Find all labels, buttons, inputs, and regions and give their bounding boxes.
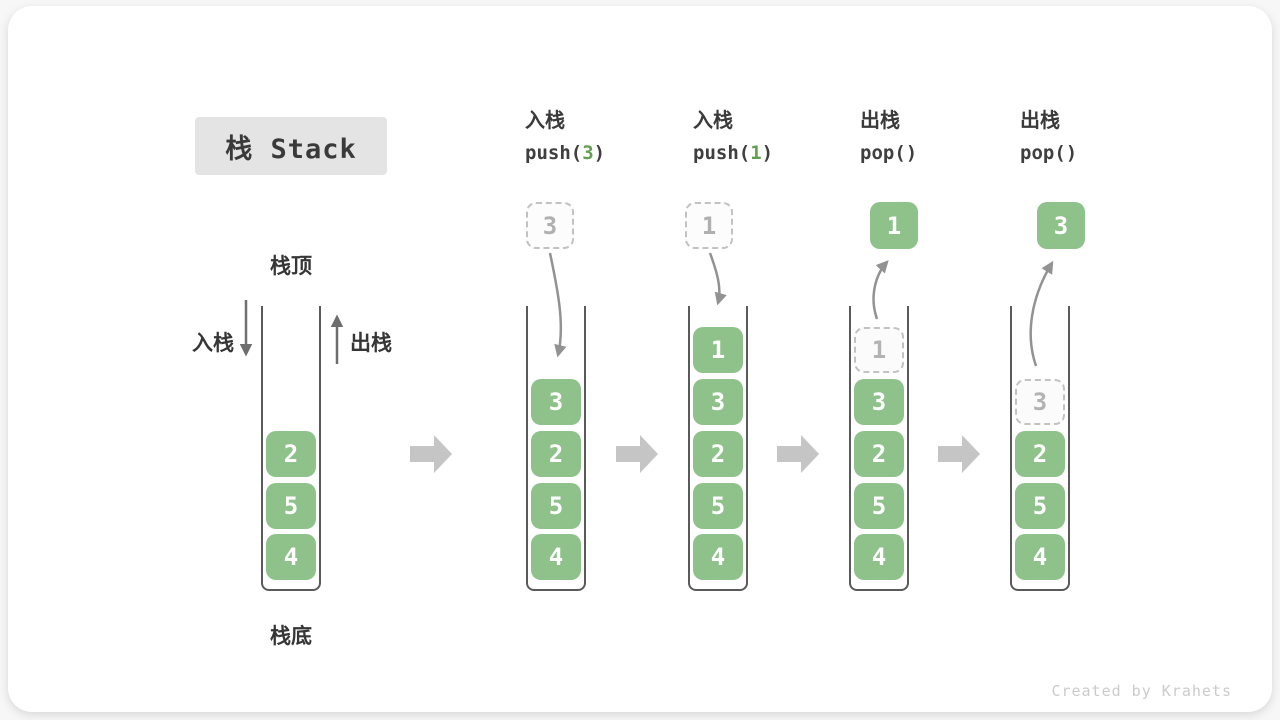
- ghost-cell: 1: [854, 327, 904, 373]
- stack-cell: 4: [1015, 534, 1065, 580]
- stack-bottom-label: 栈底: [270, 625, 312, 648]
- stack-container-2: [526, 306, 586, 591]
- stack-top-label: 栈顶: [270, 255, 312, 278]
- stack-cell: 5: [854, 483, 904, 529]
- diagram-card: 栈 Stack 入栈 push(3) 入栈 push(1) 出栈 pop() 出…: [8, 6, 1272, 712]
- stack-cell: 3: [854, 379, 904, 425]
- stack-cell: 4: [266, 534, 316, 580]
- floating-cell-solid: 1: [870, 202, 918, 249]
- stack-cell: 2: [531, 431, 581, 477]
- op-name: 出栈: [860, 110, 900, 132]
- ghost-cell: 3: [1015, 379, 1065, 425]
- floating-cell-dashed: 3: [526, 202, 574, 249]
- flow-arrow-icon: [938, 435, 980, 473]
- stack-cell: 4: [693, 534, 743, 580]
- stack-cell: 4: [531, 534, 581, 580]
- stack-cell: 3: [531, 379, 581, 425]
- op-code: push(1): [693, 142, 774, 164]
- op-code-arg: 1: [750, 142, 762, 164]
- op-label-push-1: 入栈 push(1): [693, 106, 773, 170]
- stack-cell: 5: [1015, 483, 1065, 529]
- stack-cell: 4: [854, 534, 904, 580]
- op-label-pop-1: 出栈 pop(): [860, 106, 917, 170]
- pop-side-label: 出栈: [350, 332, 392, 355]
- page-title: 栈 Stack: [225, 133, 357, 165]
- watermark: Created by Krahets: [1051, 682, 1232, 700]
- floating-cell-dashed: 1: [685, 202, 733, 249]
- title-badge: 栈 Stack: [195, 117, 387, 175]
- stack-cell: 5: [693, 483, 743, 529]
- stack-container-1: [261, 306, 321, 591]
- op-name: 入栈: [693, 110, 733, 132]
- op-name: 入栈: [525, 110, 565, 132]
- stack-cell: 5: [266, 483, 316, 529]
- op-code-arg: 3: [582, 142, 594, 164]
- flow-arrow-icon: [410, 435, 452, 473]
- stack-cell: 2: [693, 431, 743, 477]
- push-side-label: 入栈: [192, 332, 234, 355]
- op-label-push-3: 入栈 push(3): [525, 106, 605, 170]
- arrows-overlay: [239, 252, 1054, 473]
- floating-cell-solid: 3: [1037, 202, 1085, 249]
- stack-cell: 1: [693, 327, 743, 373]
- stack-container-3: [688, 306, 748, 591]
- op-code: push(3): [525, 142, 606, 164]
- stack-cell: 5: [531, 483, 581, 529]
- op-code: pop(): [860, 142, 918, 164]
- stack-container-4: [849, 306, 909, 591]
- flow-arrow-icon: [616, 435, 658, 473]
- op-label-pop-2: 出栈 pop(): [1020, 106, 1077, 170]
- stack-cell: 2: [266, 431, 316, 477]
- stack-cell: 3: [693, 379, 743, 425]
- stack-cell: 2: [854, 431, 904, 477]
- stack-container-5: [1010, 306, 1070, 591]
- stack-cell: 2: [1015, 431, 1065, 477]
- push-curve-arrow-icon: [708, 252, 727, 306]
- op-name: 出栈: [1020, 110, 1060, 132]
- flow-arrow-icon: [777, 435, 819, 473]
- op-code: pop(): [1020, 142, 1078, 164]
